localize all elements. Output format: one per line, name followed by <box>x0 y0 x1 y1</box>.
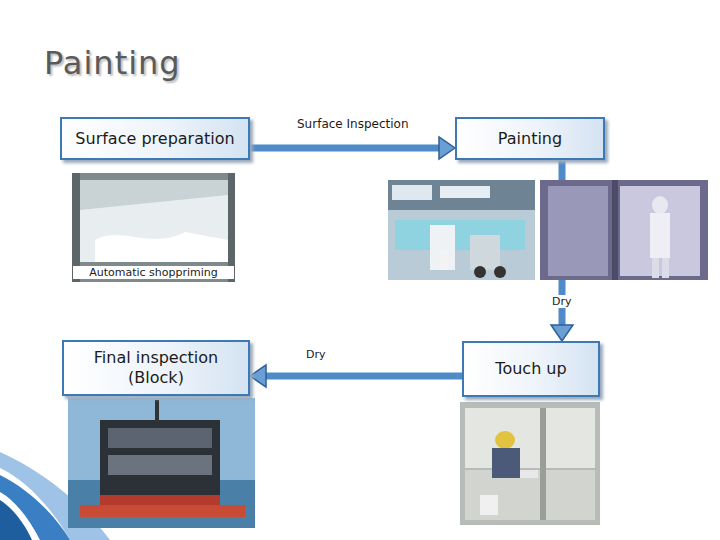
edge-label: Surface Inspection <box>294 117 412 131</box>
shop-priming-photo <box>72 173 235 282</box>
process-box: Touch up <box>462 341 600 397</box>
edge-label: Dry <box>303 348 329 361</box>
process-box: Final inspection (Block) <box>62 340 250 396</box>
box-label: Touch up <box>495 359 566 379</box>
flow-arrow <box>250 365 462 387</box>
box-label: Final inspection (Block) <box>74 348 238 388</box>
edge-label: Dry <box>549 295 575 308</box>
painting-photo <box>388 180 535 280</box>
painting-photo <box>540 180 708 280</box>
slide-title: Painting <box>44 44 181 82</box>
photo-caption: Automatic shoppriming <box>73 266 234 279</box>
process-box: Painting <box>455 117 605 160</box>
box-label: Surface preparation <box>75 129 234 149</box>
ship-block-photo <box>68 398 255 528</box>
flow-arrow <box>250 137 455 159</box>
touch-up-photo <box>460 402 600 525</box>
process-box: Surface preparation <box>60 117 250 160</box>
box-label: Painting <box>498 129 562 149</box>
